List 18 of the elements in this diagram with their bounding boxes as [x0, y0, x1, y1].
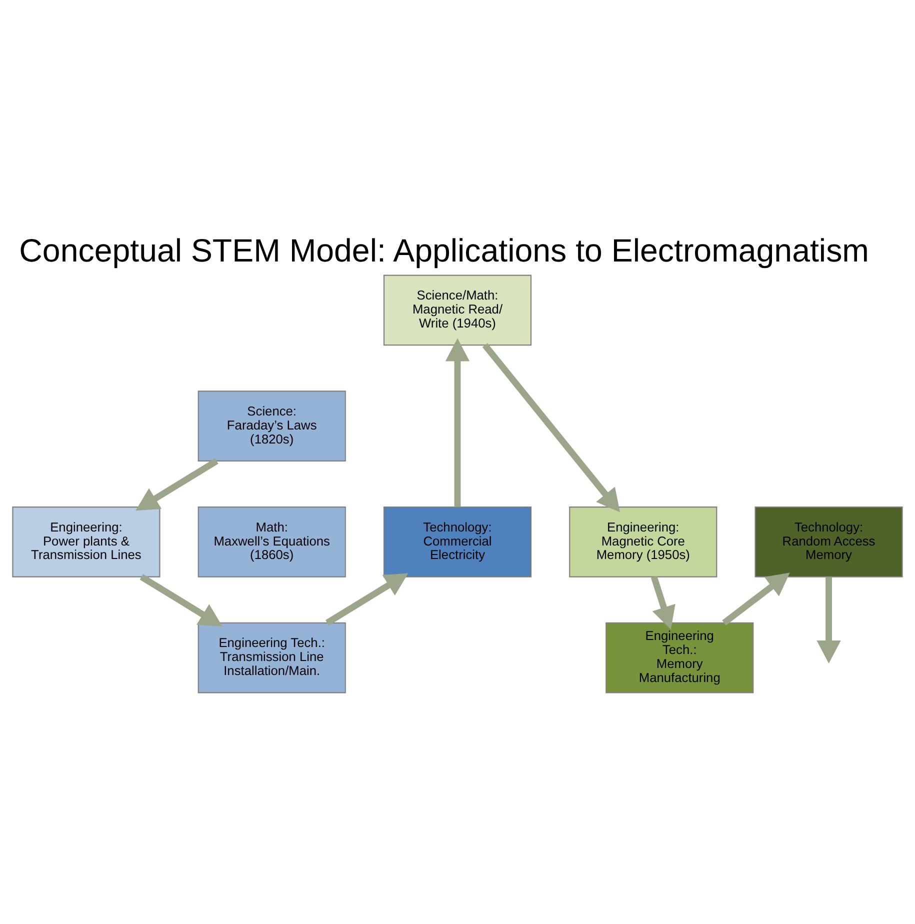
arrow — [482, 343, 620, 512]
arrow — [445, 338, 470, 507]
arrow — [816, 576, 841, 664]
node-box: Engineering Tech.: Memory Manufacturing — [606, 622, 754, 694]
diagram-title: Conceptual STEM Model: Applications to Electromagnatism — [19, 232, 869, 268]
node-box: Engineering Tech.: Transmission Line Installation/Main. — [198, 622, 346, 694]
node-box: Science: Faraday’s Laws (1820s) — [198, 390, 346, 462]
arrow — [325, 573, 408, 626]
arrow — [650, 576, 676, 630]
node-box: Technology: Random Access Memory — [754, 506, 903, 578]
arrow — [136, 458, 218, 511]
node-box: Technology: Commercial Electricity — [383, 506, 532, 578]
node-box: Science/Math: Magnetic Read/ Write (1940s) — [383, 274, 532, 346]
arrow — [722, 572, 790, 626]
node-box: Engineering: Power plants & Transmission Lines — [12, 506, 160, 578]
node-box: Engineering: Magnetic Core Memory (1950s) — [569, 506, 718, 578]
node-box: Math: Maxwell’s Equations (1860s) — [198, 506, 346, 578]
arrow — [140, 574, 222, 626]
